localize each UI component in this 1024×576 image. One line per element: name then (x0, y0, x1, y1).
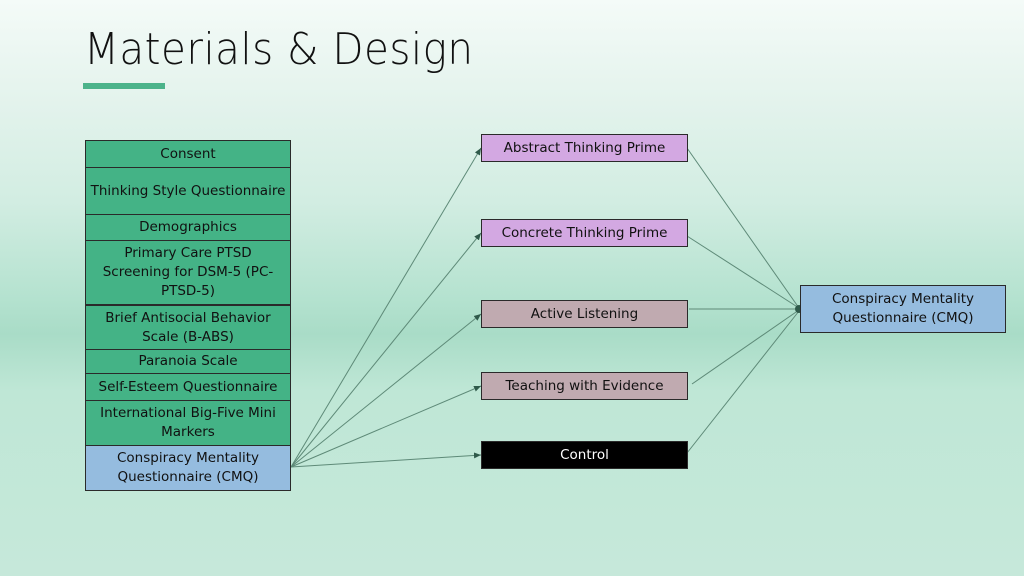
condition-concrete-thinking-prime: Concrete Thinking Prime (481, 219, 688, 247)
condition-abstract-thinking-prime: Abstract Thinking Prime (481, 134, 688, 162)
edge-concrete-to-outcome (686, 235, 800, 309)
outcome-cmq-post: Conspiracy Mentality Questionnaire (CMQ) (800, 285, 1006, 333)
step-pc-ptsd-5: Primary Care PTSD Screening for DSM-5 (P… (85, 240, 291, 305)
title-underline (83, 83, 165, 89)
step-consent: Consent (85, 140, 291, 168)
step-cmq-pre: Conspiracy Mentality Questionnaire (CMQ) (85, 445, 291, 491)
slide-title: Materials & Design (84, 24, 474, 75)
step-demographics: Demographics (85, 214, 291, 241)
condition-teaching-with-evidence: Teaching with Evidence (481, 372, 688, 400)
condition-active-listening: Active Listening (481, 300, 688, 328)
step-self-esteem-questionnaire: Self-Esteem Questionnaire (85, 373, 291, 401)
edge-cmq-to-abstract (290, 147, 482, 468)
condition-control: Control (481, 441, 688, 469)
step-big-five-mini-markers: International Big-Five Mini Markers (85, 400, 291, 446)
edge-teaching-to-outcome (691, 309, 800, 385)
edge-cmq-to-concrete (290, 232, 482, 468)
step-thinking-style-questionnaire: Thinking Style Questionnaire (85, 167, 291, 215)
edge-control-to-outcome (686, 310, 800, 454)
edge-cmq-to-teaching (290, 385, 482, 468)
edge-abstract-to-outcome (686, 147, 800, 309)
step-paranoia-scale: Paranoia Scale (85, 349, 291, 374)
edge-cmq-to-control (290, 452, 482, 468)
step-b-abs: Brief Antisocial Behavior Scale (B-ABS) (85, 305, 291, 350)
edge-cmq-to-active-listening (290, 313, 482, 468)
